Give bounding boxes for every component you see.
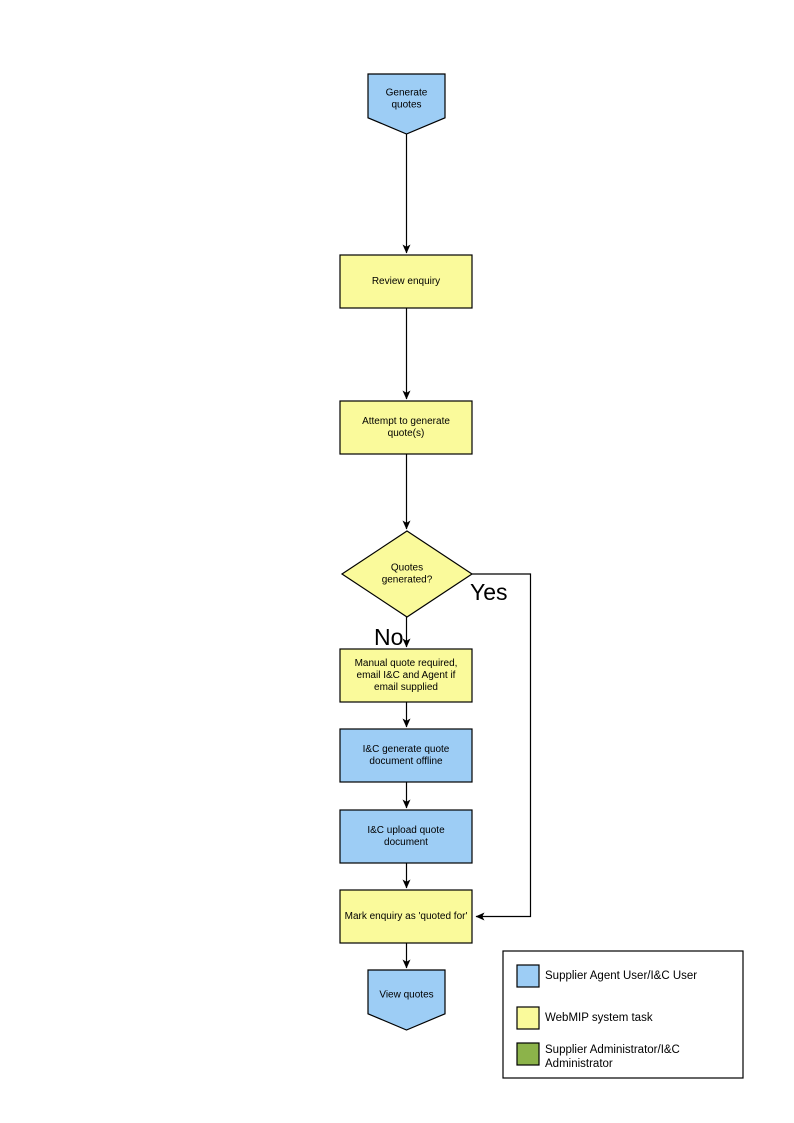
connector-decision-yes-to-mark bbox=[472, 573, 532, 921]
node-label: I&C generate quote bbox=[363, 744, 450, 755]
node-review-enquiry[interactable]: Review enquiry bbox=[339, 254, 473, 309]
legend-swatch bbox=[516, 964, 540, 988]
legend-label: Supplier Agent User/I&C User bbox=[545, 970, 697, 982]
node-label: I&C upload quote bbox=[367, 825, 445, 836]
node-label: Quotes bbox=[391, 563, 423, 574]
legend-frame bbox=[502, 950, 744, 1079]
node-manual-quote-required[interactable]: Manual quote required,email I&C and Agen… bbox=[339, 648, 473, 703]
legend-item-2: Supplier Administrator/I&C Administrator bbox=[516, 1042, 680, 1070]
yes-label: Yes bbox=[470, 579, 508, 605]
legend-item-1: WebMIP system task bbox=[516, 1006, 653, 1030]
node-mark-enquiry-quoted-for[interactable]: Mark enquiry as 'quoted for' bbox=[339, 889, 473, 944]
legend-swatch bbox=[516, 1042, 540, 1066]
connector-layer bbox=[402, 134, 532, 969]
no-label: No bbox=[374, 624, 403, 650]
node-shape-rectangle bbox=[339, 254, 473, 309]
node-label: Attempt to generate bbox=[362, 416, 450, 427]
node-shape-pentagon bbox=[367, 969, 446, 1031]
node-shape-rectangle bbox=[339, 648, 473, 703]
node-shape-rectangle bbox=[339, 728, 473, 783]
node-label: email supplied bbox=[374, 682, 438, 693]
legend-label: Administrator bbox=[545, 1058, 613, 1070]
node-label: email I&C and Agent if bbox=[357, 670, 456, 681]
legend-label: Supplier Administrator/I&C bbox=[545, 1044, 680, 1056]
node-label: quote(s) bbox=[388, 428, 425, 439]
node-label: Generate bbox=[386, 87, 428, 98]
node-label: quotes bbox=[391, 99, 421, 110]
node-view-quotes[interactable]: View quotes bbox=[367, 969, 446, 1031]
node-shape-diamond bbox=[340, 530, 474, 618]
node-shape-rectangle bbox=[339, 400, 473, 455]
node-label: generated? bbox=[382, 575, 433, 586]
legend-item-0: Supplier Agent User/I&C User bbox=[516, 964, 697, 988]
legend-swatch bbox=[516, 1006, 540, 1030]
node-label: document bbox=[384, 837, 428, 848]
node-label: Review enquiry bbox=[372, 276, 440, 287]
node-label: View quotes bbox=[379, 989, 433, 1000]
node-label: Manual quote required, bbox=[355, 658, 458, 669]
node-shape-pentagon bbox=[367, 73, 446, 135]
node-shape-rectangle bbox=[339, 809, 473, 864]
legend-label: WebMIP system task bbox=[545, 1012, 653, 1024]
node-shape-rectangle bbox=[339, 889, 473, 944]
node-label: document offline bbox=[369, 756, 443, 767]
node-label: Mark enquiry as 'quoted for' bbox=[345, 911, 468, 922]
